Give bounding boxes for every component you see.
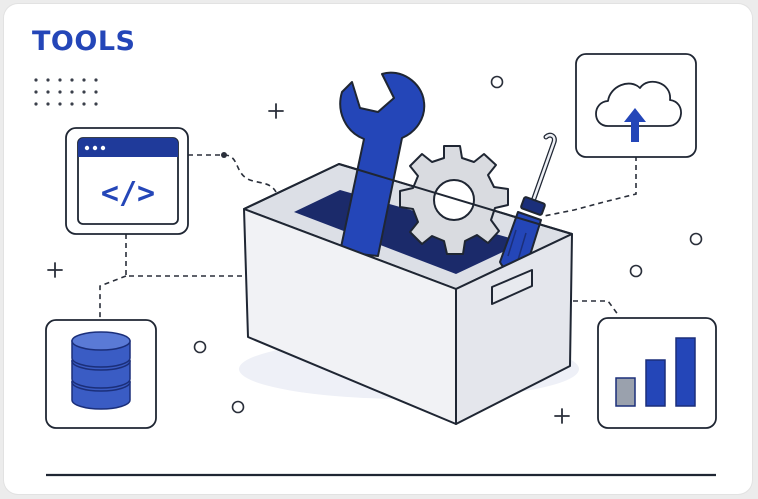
plus-decoration	[47, 103, 570, 424]
dot-grid-decoration	[34, 78, 98, 106]
database-icon	[71, 331, 131, 410]
wrench-icon	[339, 71, 426, 257]
connector-dot	[221, 152, 227, 158]
tools-illustration: </>	[34, 53, 717, 477]
gear-icon	[399, 145, 509, 255]
code-symbol: </>	[101, 176, 155, 211]
circle-decoration	[193, 75, 703, 414]
illustration-card: TOOLS	[4, 4, 752, 494]
dashed-connectors	[99, 154, 637, 322]
toolbox-icon	[243, 71, 573, 425]
bar-chart-bar-tall	[675, 337, 696, 407]
bar-chart-icon	[615, 337, 696, 407]
bar-chart-bar-short	[615, 377, 636, 407]
bar-chart-bar-medium	[645, 359, 666, 407]
page-title: TOOLS	[32, 26, 136, 57]
bar-chart-card	[597, 317, 717, 429]
cloud-upload-card	[575, 53, 697, 158]
code-window-icon: </>	[77, 137, 179, 225]
database-card	[45, 319, 157, 429]
code-window-card: </>	[65, 127, 189, 235]
cloud-upload-icon	[595, 80, 682, 142]
